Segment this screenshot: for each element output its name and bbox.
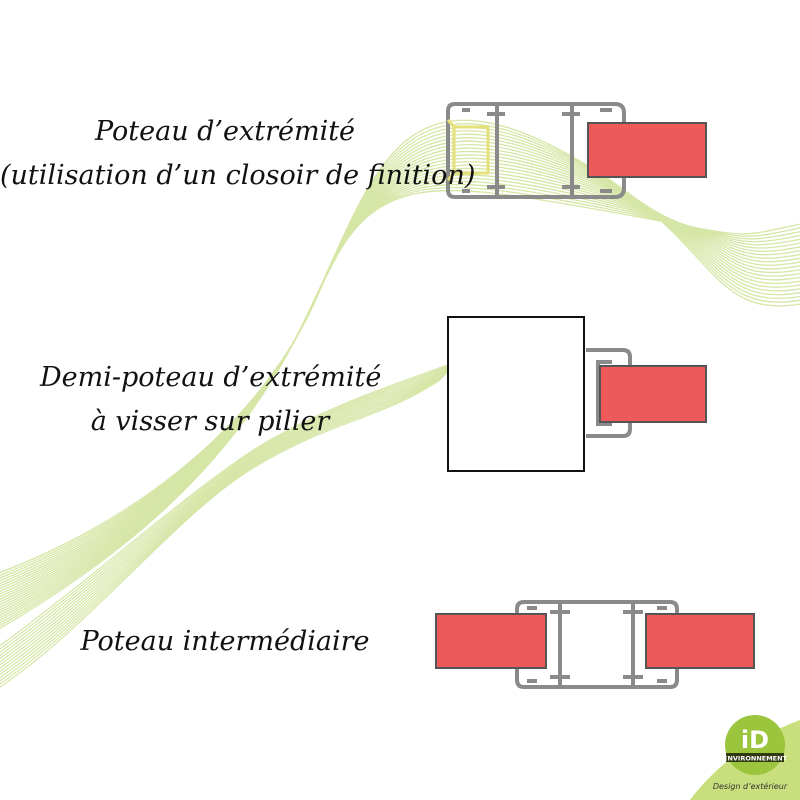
wave-line: [0, 157, 800, 601]
wave-line: [0, 180, 800, 582]
wave-line: [0, 171, 800, 590]
wave-line: [0, 373, 447, 676]
label-end-post-line-2: (utilisation d’un closoir de finition): [0, 160, 476, 191]
panel-end-post: [587, 122, 707, 178]
wave-line: [0, 126, 800, 624]
end-post-groove-left: [462, 108, 470, 193]
wave-line: [0, 359, 461, 647]
wave-line: [0, 130, 800, 622]
intermediate-post-profile: [515, 600, 679, 689]
wave-line: [0, 164, 800, 595]
wave-line: [0, 123, 800, 627]
label-intermediate-post-line-1: Poteau intermédiaire: [80, 626, 370, 657]
wave-line: [0, 371, 448, 672]
wave-line: [0, 365, 455, 660]
wave-line: [0, 177, 800, 585]
wave-line: [0, 379, 441, 688]
end-post-groove-right: [600, 108, 612, 193]
wave-line: [0, 119, 800, 630]
wave-line: [0, 137, 800, 616]
finishing-cap: [446, 119, 490, 181]
end-post-profile: [446, 102, 626, 199]
intermediate-post-clips: [550, 610, 643, 679]
wave-line: [0, 189, 800, 574]
wave-line: [0, 374, 445, 679]
wave-line: [0, 133, 800, 619]
half-post-clips: [598, 360, 612, 426]
panel-half-post: [599, 365, 707, 423]
wave-line: [0, 147, 800, 609]
panel-intermediate-left: [435, 613, 547, 669]
wave-line: [0, 186, 800, 576]
logo-name-band: [726, 753, 784, 762]
label-half-post-line-1: Demi-poteau d’extrémité: [40, 362, 382, 393]
wave-line: [0, 367, 453, 663]
label-intermediate-post: Poteau intermédiaire: [70, 620, 380, 664]
wave-line: [0, 161, 800, 598]
wave-line: [0, 140, 800, 614]
wave-line: [0, 144, 800, 611]
diagram-intermediate-post: [515, 600, 679, 689]
wave-line: [0, 376, 444, 682]
wave-line: [0, 360, 459, 650]
panel-intermediate-right: [645, 613, 755, 669]
diagram-end-post: [446, 102, 626, 199]
background-wave-lines: [0, 119, 800, 688]
wave-line: [0, 364, 456, 656]
wave-line: [0, 377, 442, 685]
brand-logo: iD ENVIRONNEMENT: [723, 715, 788, 775]
pillar-square: [447, 316, 585, 472]
wave-line: [0, 362, 458, 653]
wave-line: [0, 174, 800, 587]
wave-line: [0, 368, 452, 666]
label-half-post-line-2: à visser sur pilier: [90, 406, 330, 437]
wave-line: [0, 167, 800, 593]
label-end-post: Poteau d’extrémité (utilisation d’un clo…: [0, 110, 476, 198]
intermediate-post-grooves: [527, 606, 667, 683]
label-end-post-line-1: Poteau d’extrémité: [94, 116, 356, 147]
wave-line: [0, 154, 800, 603]
wave-line: [0, 183, 800, 579]
logo-mark: iD: [741, 726, 769, 754]
logo-tagline: Design d’extérieur: [712, 782, 788, 791]
label-half-post: Demi-poteau d’extrémité à visser sur pil…: [40, 356, 382, 444]
logo-name: ENVIRONNEMENT: [723, 755, 788, 763]
wave-line: [0, 370, 450, 669]
